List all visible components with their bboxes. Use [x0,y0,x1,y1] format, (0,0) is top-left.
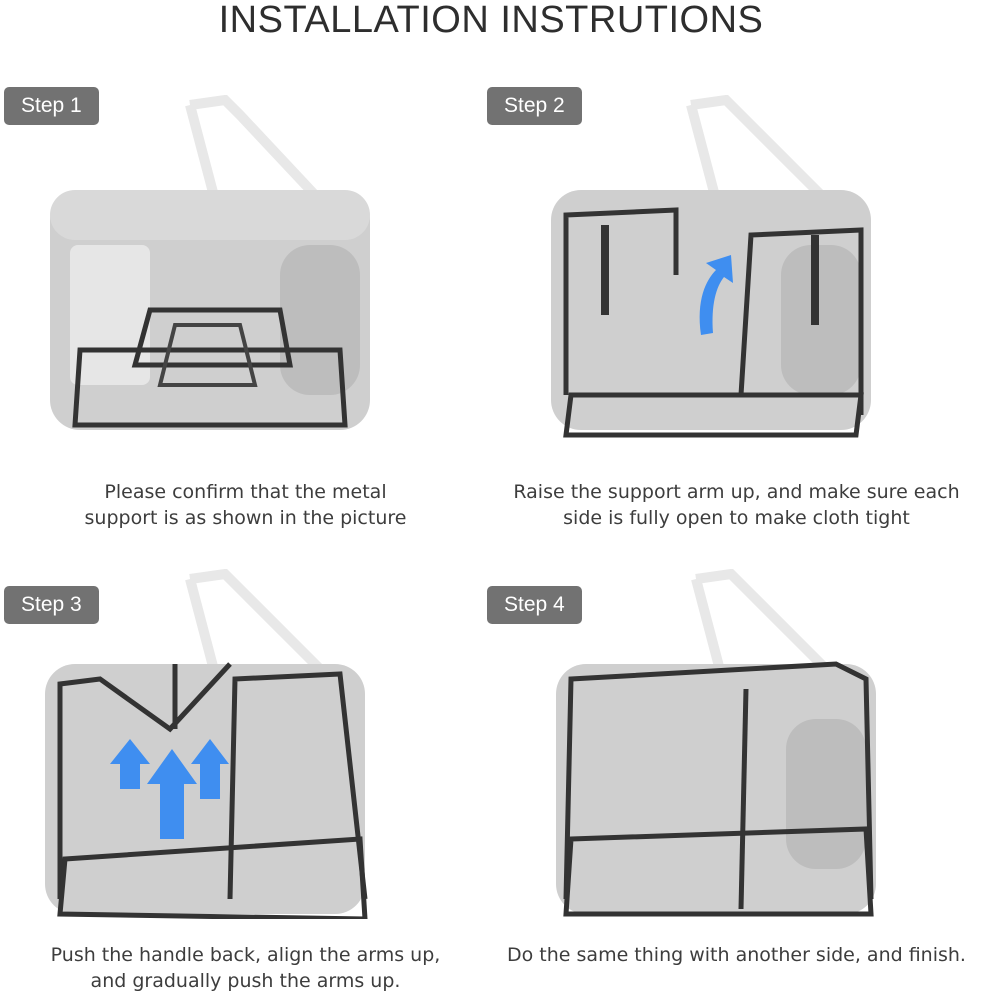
step-4-badge: Step 4 [487,586,582,624]
step-4-panel: Step 4 Do the same thing with another si… [487,499,982,998]
step-1-badge: Step 1 [4,87,99,125]
curved-up-arrow-icon [699,255,733,335]
step-3-badge: Step 3 [4,586,99,624]
step-3-panel: Step 3 Push the handle back, align the a… [0,499,491,998]
carrier-finished-illustration [546,569,886,919]
caption-line: side is fully open to make cloth tight [563,507,910,529]
step-1-caption: Please confirm that the metal support is… [0,479,491,531]
caption-line: Please confirm that the metal [104,481,387,503]
up-arrows-icon [110,739,229,839]
step-4-caption: Do the same thing with another side, and… [491,942,982,968]
caption-line: Do the same thing with another side, and… [507,944,966,966]
carrier-arms-up-illustration [40,569,380,919]
step-1-panel: Step 1 Please confirm that the metal sup… [0,0,491,529]
page-title: INSTALLATION INSTRUTIONS [218,0,764,41]
caption-line: and gradually push the arms up. [90,970,401,992]
step-2-badge: Step 2 [487,87,582,125]
caption-line: support is as shown in the picture [84,507,407,529]
carrier-frame-folded-illustration [40,95,380,445]
step-3-caption: Push the handle back, align the arms up,… [0,942,491,994]
caption-line: Raise the support arm up, and make sure … [513,481,960,503]
step-2-caption: Raise the support arm up, and make sure … [491,479,982,531]
caption-line: Push the handle back, align the arms up, [50,944,441,966]
step-2-panel: Step 2 Raise the support arm up, and mak… [487,0,982,529]
carrier-arm-raise-illustration [541,95,881,445]
